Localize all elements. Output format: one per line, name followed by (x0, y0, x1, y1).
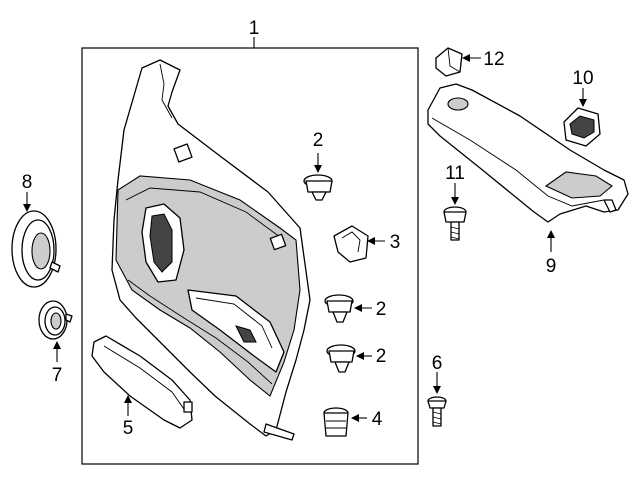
upper-trim-panel[interactable] (427, 83, 629, 223)
cap-clip[interactable] (435, 47, 463, 77)
grommet[interactable] (323, 407, 349, 437)
callout-5: 5 (123, 418, 134, 439)
callout-11: 11 (445, 163, 465, 184)
assembly-frame (81, 47, 419, 465)
retainer-clip[interactable] (333, 225, 369, 263)
armrest-cover[interactable] (91, 335, 193, 429)
speaker-large[interactable] (11, 210, 61, 288)
callout-3: 3 (390, 232, 401, 253)
callout-8: 8 (22, 172, 33, 193)
speaker-small[interactable] (38, 300, 73, 340)
callout-2c: 2 (376, 346, 387, 367)
callout-7: 7 (52, 365, 63, 386)
push-clip-upper[interactable] (303, 174, 333, 201)
quarter-trim-panel[interactable] (111, 59, 311, 441)
callout-9: 9 (546, 256, 557, 277)
screw[interactable] (427, 396, 447, 427)
callout-2a: 2 (313, 130, 324, 151)
callout-6: 6 (432, 353, 443, 374)
callout-1: 1 (249, 18, 260, 39)
callout-10: 10 (572, 68, 593, 89)
push-clip-middle[interactable] (324, 294, 354, 323)
push-clip-lower[interactable] (326, 344, 356, 373)
bolt[interactable] (443, 206, 467, 241)
switch-bezel[interactable] (563, 107, 601, 147)
callout-12: 12 (483, 49, 504, 70)
callout-2b: 2 (376, 299, 387, 320)
callout-4: 4 (372, 409, 383, 430)
